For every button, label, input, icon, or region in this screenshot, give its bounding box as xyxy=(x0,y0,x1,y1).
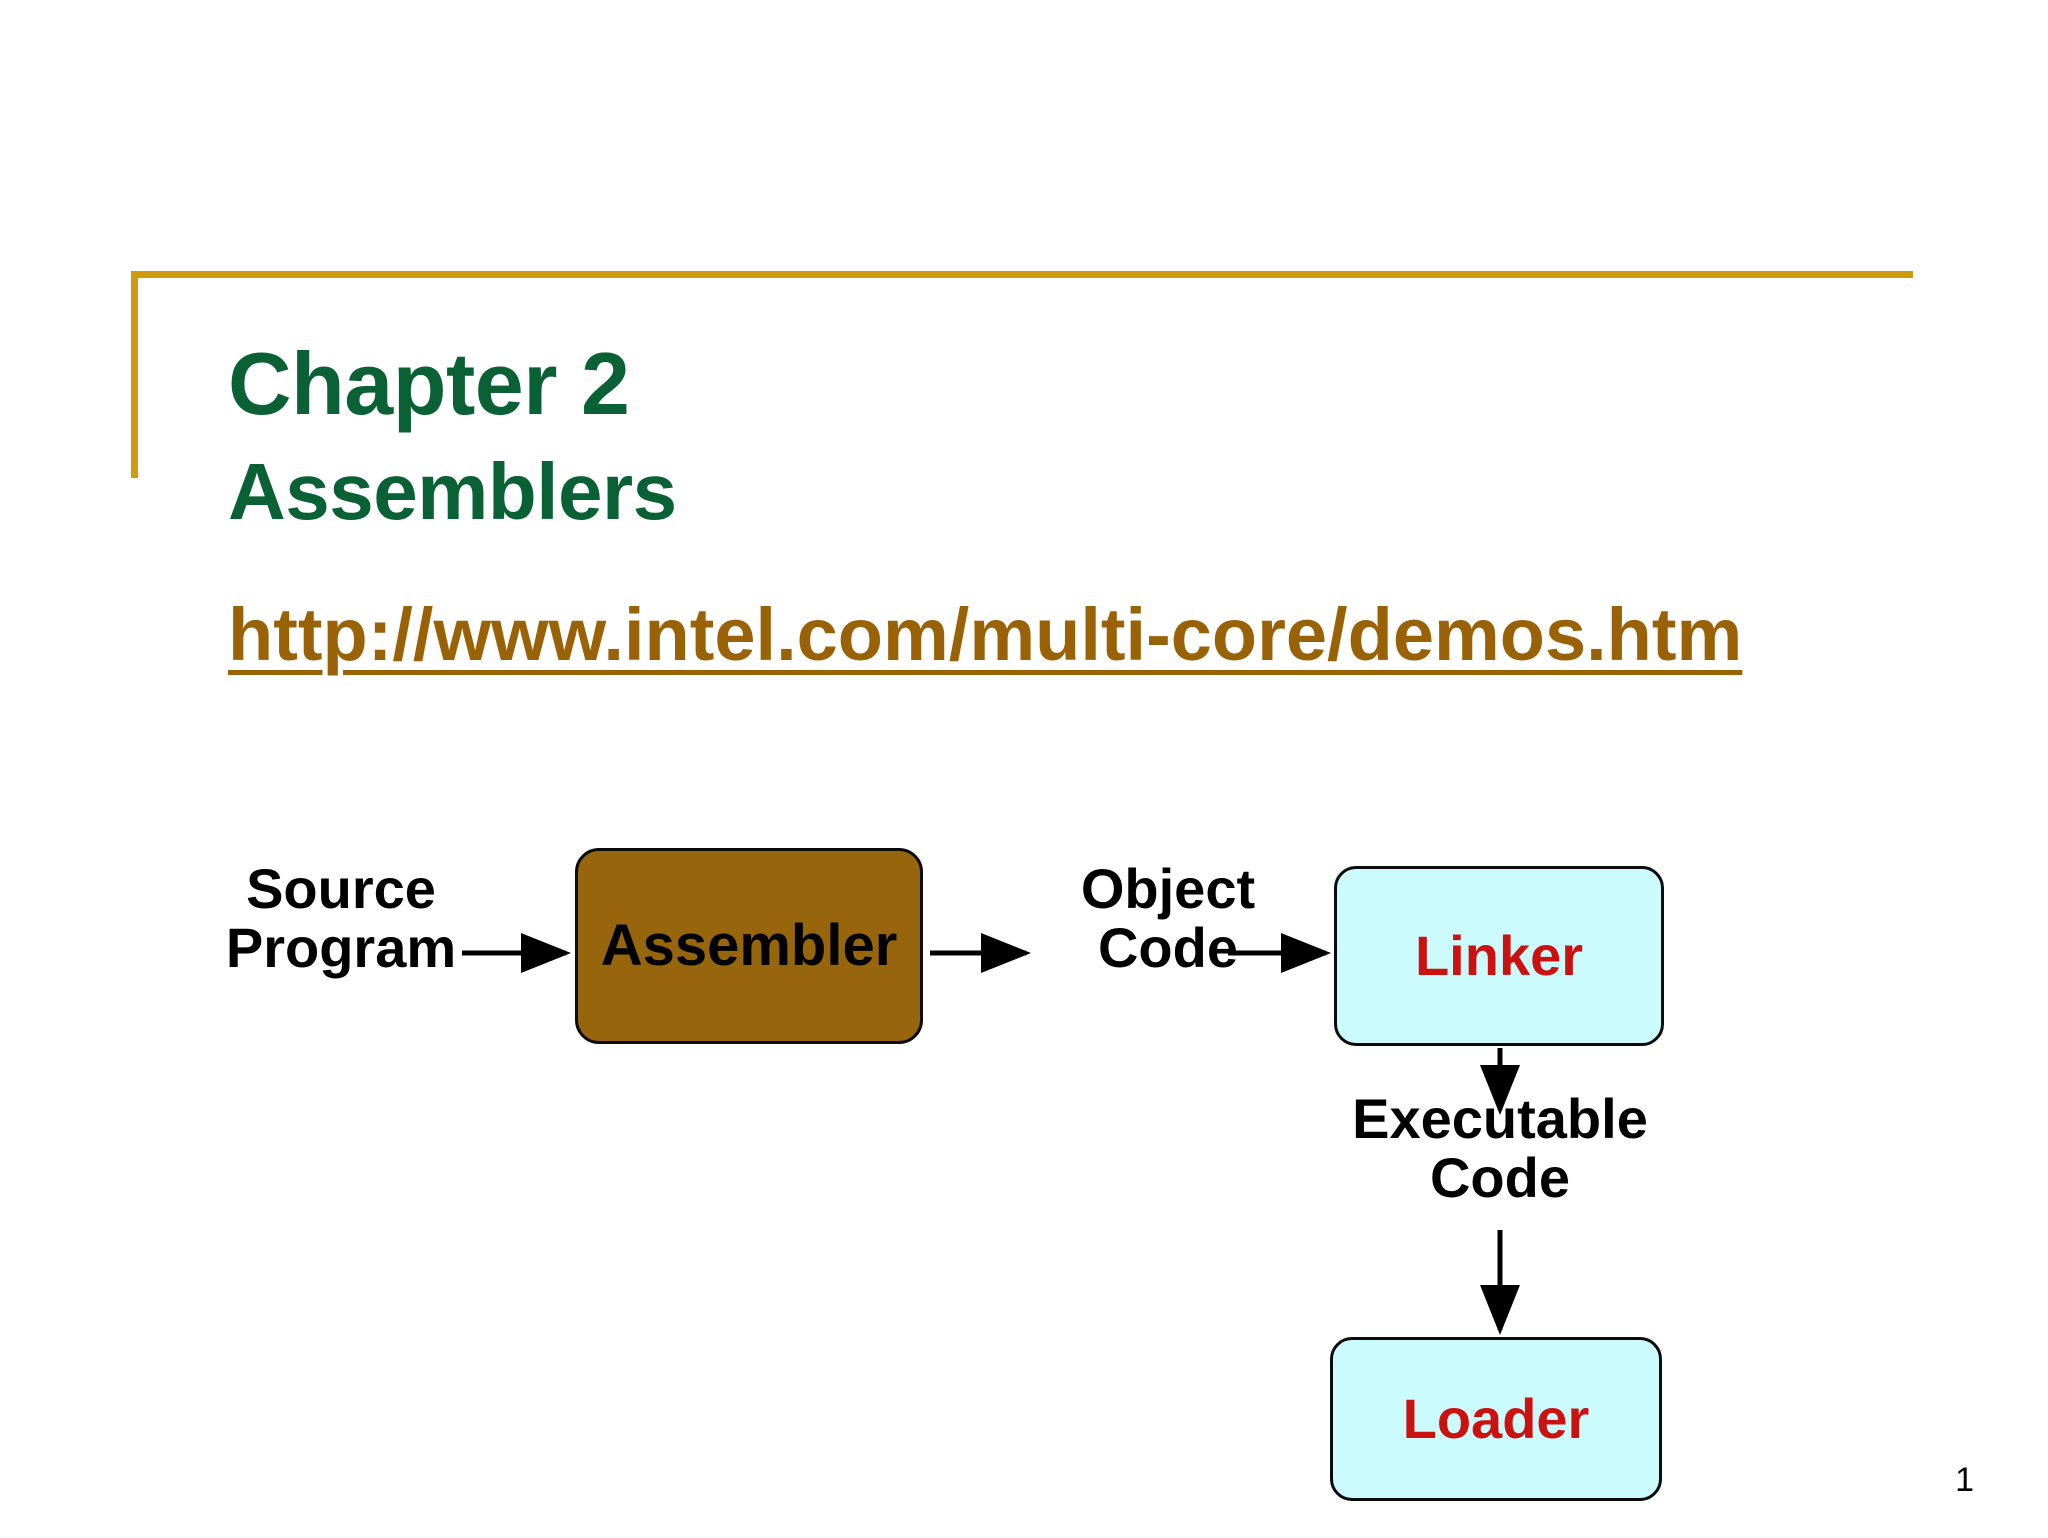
node-object-code: Object Code xyxy=(1080,857,1256,979)
intel-demos-link[interactable]: http://www.intel.com/multi-core/demos.ht… xyxy=(228,593,1743,676)
page-title: Chapter 2 Assemblers xyxy=(228,340,1928,532)
node-linker[interactable]: Linker xyxy=(1334,866,1664,1046)
node-executable-code: Executable Code xyxy=(1352,1087,1648,1209)
node-assembler[interactable]: Assembler xyxy=(575,848,923,1044)
accent-rule-horizontal xyxy=(131,271,1913,278)
page-number: 1 xyxy=(1955,1461,1974,1499)
node-source-program: Source Program xyxy=(225,857,457,979)
node-loader[interactable]: Loader xyxy=(1330,1337,1662,1501)
accent-rule-vertical xyxy=(131,271,138,478)
title-line-1: Chapter 2 xyxy=(228,334,630,433)
title-line-2: Assemblers xyxy=(228,447,677,536)
